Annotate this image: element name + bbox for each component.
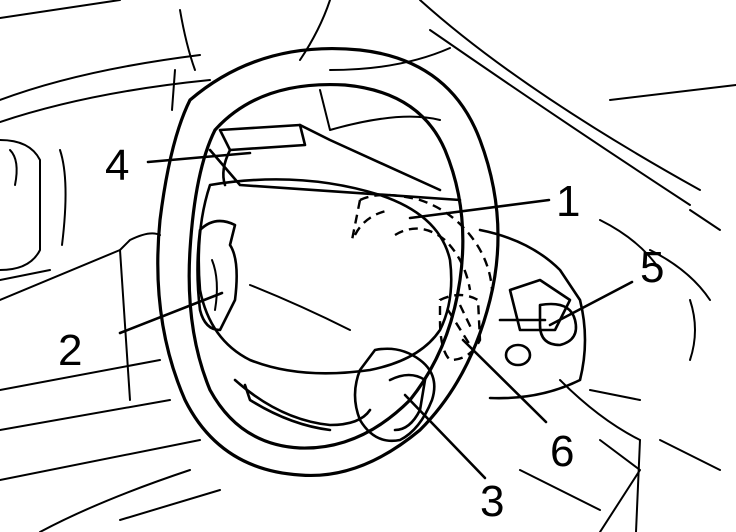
callout-2: 2 — [58, 326, 82, 375]
callout-3: 3 — [480, 477, 504, 526]
column-cover-upper — [208, 123, 462, 202]
callout-1: 1 — [556, 177, 580, 226]
hidden-components — [350, 193, 494, 362]
leader-1 — [408, 198, 551, 220]
steering-wheel-rim — [156, 46, 500, 478]
left-spoke-switch — [196, 219, 238, 332]
leader-lines — [118, 151, 634, 480]
leader-4 — [146, 151, 252, 164]
leader-5 — [548, 280, 634, 327]
leader-6 — [461, 338, 548, 424]
callout-labels: 1 2 3 4 5 6 — [58, 141, 664, 526]
callout-6: 6 — [550, 427, 574, 476]
steering-column — [478, 228, 587, 400]
callout-5: 5 — [640, 243, 664, 292]
callout-4: 4 — [105, 141, 129, 190]
right-spoke-switch — [353, 347, 436, 443]
leader-2 — [118, 291, 224, 335]
leader-3 — [403, 393, 487, 480]
